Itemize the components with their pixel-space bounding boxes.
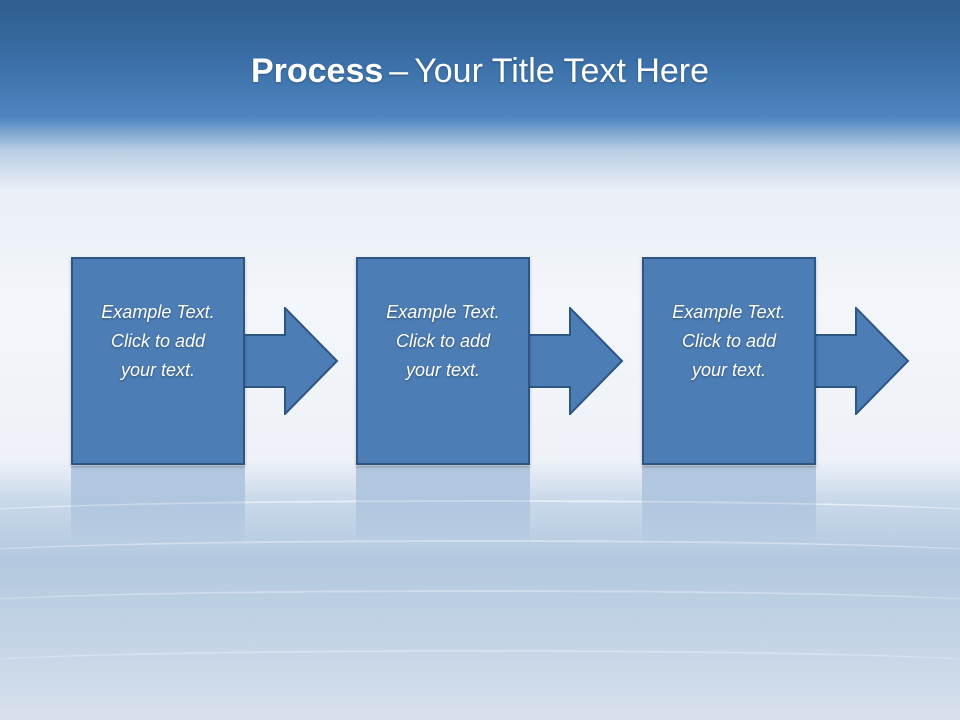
slide-title[interactable]: Process–Your Title Text Here: [0, 52, 960, 91]
step-line: your text.: [691, 359, 767, 380]
step-text: Example Text. Click to add your text.: [654, 298, 804, 385]
step-box-3[interactable]: Example Text. Click to add your text.: [642, 257, 816, 465]
title-bold-part: Process: [250, 52, 384, 90]
step-line: your text.: [405, 359, 481, 380]
step-line: Example Text.: [386, 301, 500, 322]
water-wave: [0, 500, 960, 528]
title-rest: Your Title Text Here: [414, 52, 710, 90]
arrow-right-icon: [243, 307, 339, 415]
step-text: Example Text. Click to add your text.: [368, 298, 518, 385]
step-line: your text.: [120, 359, 196, 380]
step-3-reflection: [642, 466, 816, 546]
arrow-right-icon: [528, 307, 624, 415]
step-line: Example Text.: [672, 301, 786, 322]
title-separator: –: [389, 52, 409, 90]
step-2-reflection: [356, 466, 530, 546]
step-box-2[interactable]: Example Text. Click to add your text.: [356, 257, 530, 465]
step-text: Example Text. Click to add your text.: [83, 298, 233, 385]
step-line: Click to add: [681, 330, 777, 351]
step-line: Click to add: [395, 330, 491, 351]
step-box-1[interactable]: Example Text. Click to add your text.: [71, 257, 245, 465]
water-wave: [0, 590, 960, 618]
water-wave: [0, 650, 960, 678]
step-line: Example Text.: [101, 301, 215, 322]
step-1-reflection: [71, 466, 245, 546]
arrow-right-icon: [814, 307, 910, 415]
step-line: Click to add: [110, 330, 206, 351]
water-wave: [0, 540, 960, 568]
